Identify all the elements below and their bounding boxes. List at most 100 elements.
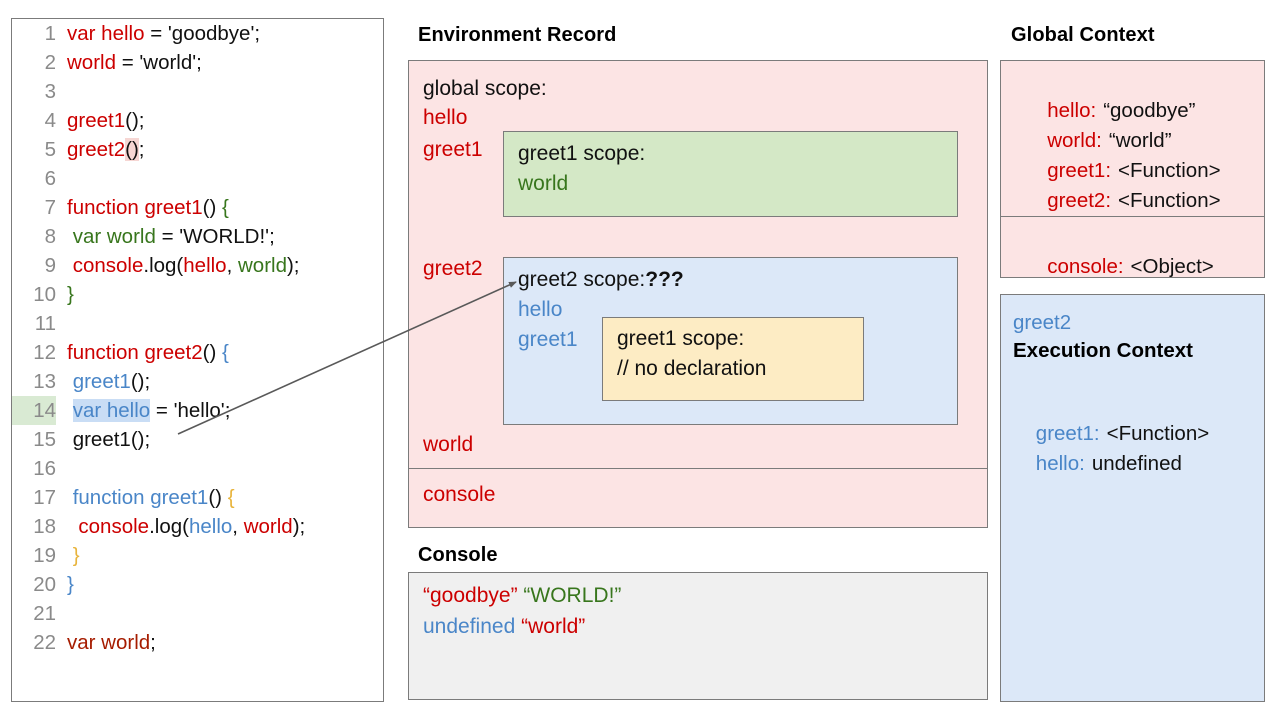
line-number: 8	[44, 225, 56, 248]
line-number: 11	[34, 312, 56, 335]
code-token: ()	[208, 486, 228, 509]
code-token: ()	[202, 341, 222, 364]
gc-entry-key: hello:	[1047, 99, 1097, 122]
code-token: }	[72, 544, 80, 567]
line-number: 7	[44, 196, 56, 219]
gc-entry-value: <Function>	[1118, 189, 1221, 212]
code-token: = 'world';	[116, 51, 202, 74]
execution-context-function-name: greet2	[1013, 311, 1072, 334]
code-token: {	[227, 486, 235, 509]
er-binding-console: console	[423, 483, 496, 506]
execution-context-box: greet2 Execution Context greet1:<Functio…	[1000, 294, 1265, 702]
code-line[interactable]: 9 console.log(hello, world);	[12, 251, 383, 280]
code-token: var world	[67, 631, 151, 654]
code-line[interactable]: 3	[12, 77, 383, 106]
global-context-console-region: console: <Object>	[1001, 216, 1264, 278]
code-token: }	[67, 573, 74, 596]
global-scope-label: global scope:	[423, 77, 547, 100]
code-line[interactable]: 20}	[12, 570, 383, 599]
ec-entry-key: greet1:	[1035, 422, 1100, 445]
gc-entry-key: world:	[1047, 129, 1102, 152]
console-output-line: “goodbye” “WORLD!”	[423, 584, 621, 608]
code-line-text: }	[56, 541, 80, 570]
greet2-scope-var-hello: hello	[518, 298, 563, 321]
greet2-scope-unknown-marker: ???	[645, 268, 684, 291]
gc-entry-key: greet2:	[1047, 189, 1112, 212]
console-token: undefined	[423, 615, 516, 638]
gc-entry-key: greet1:	[1047, 159, 1112, 182]
gc-entry-key: console:	[1047, 255, 1124, 278]
greet1-scope-header: greet1 scope:	[518, 142, 646, 165]
console-output-box[interactable]: “goodbye” “WORLD!” undefined “world”	[408, 572, 988, 700]
code-token: function greet1	[67, 196, 203, 219]
line-number: 3	[44, 80, 56, 103]
gc-entry-value: “goodbye”	[1103, 99, 1196, 122]
greet1-inner-note: // no declaration	[617, 357, 767, 380]
code-line-text: greet1();	[56, 106, 145, 135]
code-line[interactable]: 8 var world = 'WORLD!';	[12, 222, 383, 251]
gc-entry-world: world: “world”	[1013, 105, 1172, 177]
code-line[interactable]: 11	[12, 309, 383, 338]
er-binding-world: world	[423, 433, 474, 456]
code-token: = 'WORLD!';	[155, 225, 275, 248]
line-number: 14	[12, 396, 56, 425]
code-line[interactable]: 16	[12, 454, 383, 483]
ec-entry-value: undefined	[1091, 452, 1182, 475]
console-title: Console	[418, 544, 498, 566]
code-token: var hello	[72, 399, 151, 422]
code-line-text: var hello = 'goodbye';	[56, 19, 260, 48]
line-number: 4	[44, 109, 56, 132]
code-line[interactable]: 13 greet1();	[12, 367, 383, 396]
code-token: ,	[226, 254, 238, 277]
code-line[interactable]: 19 }	[12, 541, 383, 570]
code-token	[67, 515, 78, 538]
code-token: console	[72, 254, 144, 277]
code-line[interactable]: 6	[12, 164, 383, 193]
code-line[interactable]: 18 console.log(hello, world);	[12, 512, 383, 541]
code-line-text: }	[56, 570, 74, 599]
code-line[interactable]: 14 var hello = 'hello';	[12, 396, 383, 425]
gc-entry-value: <Function>	[1118, 159, 1221, 182]
code-token: console	[78, 515, 150, 538]
code-token: = 'hello';	[150, 399, 231, 422]
line-number: 18	[33, 515, 56, 538]
code-line[interactable]: 15 greet1();	[12, 425, 383, 454]
greet2-scope-header-row: greet2 scope:???	[518, 268, 684, 292]
code-token: ;	[150, 631, 156, 654]
greet1-inner-header: greet1 scope:	[617, 327, 745, 350]
code-line[interactable]: 10}	[12, 280, 383, 309]
global-context-variables-region: hello: “goodbye” world: “world” greet1: <Fu…	[1001, 61, 1264, 216]
line-number: 16	[33, 457, 56, 480]
code-line-text: world = 'world';	[56, 48, 202, 77]
global-context-title: Global Context	[1011, 24, 1155, 46]
console-output-line: undefined “world”	[423, 615, 585, 639]
code-line[interactable]: 17 function greet1() {	[12, 483, 383, 512]
ec-entry-greet1: greet1:<Function>	[1013, 398, 1209, 470]
gc-entry-value: “world”	[1108, 129, 1172, 152]
line-number: 13	[33, 370, 56, 393]
code-token: greet1();	[67, 428, 151, 451]
line-number: 15	[33, 428, 56, 451]
code-token: );	[286, 254, 300, 277]
greet2-scope-box: greet2 scope:??? hello greet1 greet1 sco…	[503, 257, 958, 425]
greet2-scope-var-greet1: greet1	[518, 328, 578, 351]
console-token: “world”	[521, 615, 586, 638]
code-token: world	[237, 254, 287, 277]
code-token: hello	[183, 254, 227, 277]
gc-entry-greet1: greet1: <Function>	[1013, 135, 1221, 207]
code-line-text: console.log(hello, world);	[56, 512, 305, 541]
gc-entry-value: <Object>	[1130, 255, 1214, 278]
code-line[interactable]: 21	[12, 599, 383, 628]
code-token: greet1	[67, 109, 126, 132]
code-token: 'goodbye';	[167, 22, 261, 45]
er-binding-greet2: greet2	[423, 257, 483, 280]
